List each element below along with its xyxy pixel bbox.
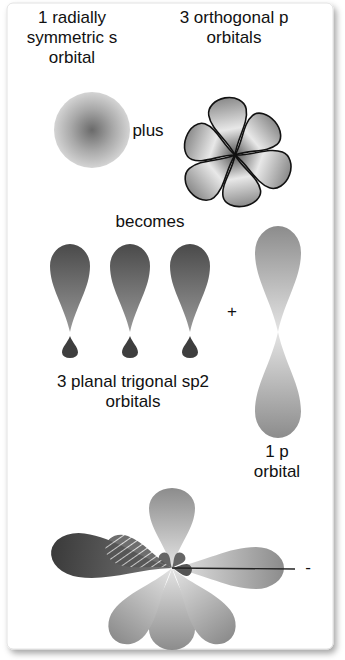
sp2-back-lobe — [182, 336, 198, 358]
sp2-lobe — [50, 244, 90, 332]
hatched-lobe — [101, 530, 177, 582]
sp2-back-lobe — [62, 336, 78, 358]
orbital-label: 3 orthogonal p orbitals — [178, 8, 290, 48]
operator-word: becomes — [108, 212, 192, 232]
p-lobe — [180, 119, 242, 172]
orbital-label: 3 planal trigonal sp2 orbitals — [48, 372, 218, 412]
operator-word: plus — [126, 121, 170, 141]
sp2-orbitals — [50, 244, 210, 358]
axis-line — [172, 568, 295, 569]
p-orbital — [255, 226, 301, 438]
card-frame — [7, 3, 333, 649]
sp2-p-combined — [48, 488, 295, 653]
sp2-lobe — [170, 244, 210, 332]
combined-lobe — [156, 556, 244, 653]
sp2-back-lobe — [122, 336, 138, 358]
sp2-lobe — [110, 244, 150, 332]
orbital-label: 1 p orbital — [240, 442, 314, 482]
p-single-lobe — [255, 226, 301, 332]
s-orbital — [54, 92, 130, 168]
p-single-lobe — [255, 332, 301, 438]
plus-sign: + — [221, 302, 243, 322]
orbital-label: 1 radially symmetric s orbital — [12, 8, 132, 68]
sign-label: - — [299, 558, 317, 578]
p-orbitals — [178, 95, 296, 210]
